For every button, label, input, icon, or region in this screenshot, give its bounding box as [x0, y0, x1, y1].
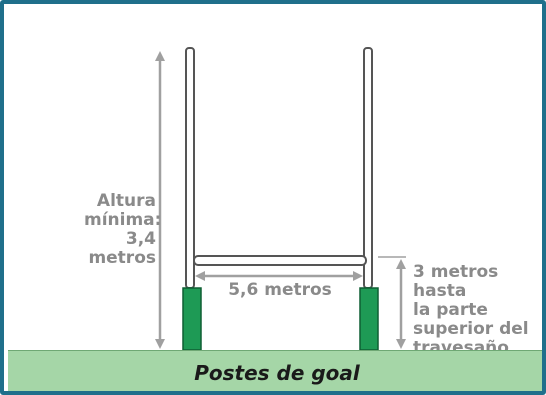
height-label: Altura mínima: 3,4 metros [84, 191, 162, 268]
ground-caption-bar: Postes de goal [8, 350, 542, 391]
goal-posts-diagram [155, 47, 406, 351]
right-post-padding [359, 287, 379, 351]
left-goal-post [182, 47, 202, 351]
width-label: 5,6 metros [228, 280, 332, 300]
crossbar-height-label: 3 metros hasta la parte superior del tra… [413, 262, 529, 358]
diagram-caption: Postes de goal [194, 361, 360, 385]
right-goal-post [359, 47, 379, 351]
crossbar [193, 255, 367, 266]
left-post-padding [182, 287, 202, 351]
